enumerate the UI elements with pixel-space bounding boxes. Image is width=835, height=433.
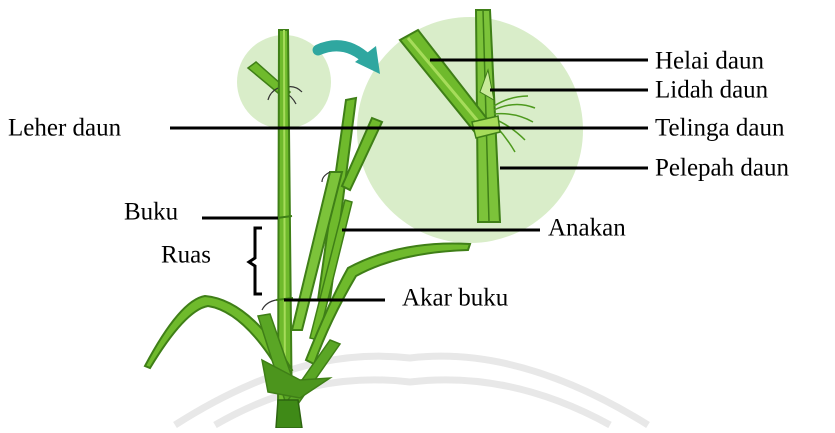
ruas-bracket bbox=[249, 228, 262, 294]
label-buku: Buku bbox=[124, 199, 179, 226]
label-akar-buku: Akar buku bbox=[402, 285, 509, 312]
label-helai-daun: Helai daun bbox=[655, 48, 764, 75]
label-leher-daun: Leher daun bbox=[8, 115, 122, 142]
label-ruas: Ruas bbox=[161, 242, 211, 269]
label-lidah-daun: Lidah daun bbox=[655, 77, 769, 104]
label-pelepah-daun: Pelepah daun bbox=[655, 155, 789, 182]
large-zoom-circle bbox=[357, 17, 583, 243]
label-telinga-daun: Telinga daun bbox=[655, 115, 785, 142]
watermark bbox=[175, 356, 648, 425]
label-anakan: Anakan bbox=[548, 215, 626, 242]
